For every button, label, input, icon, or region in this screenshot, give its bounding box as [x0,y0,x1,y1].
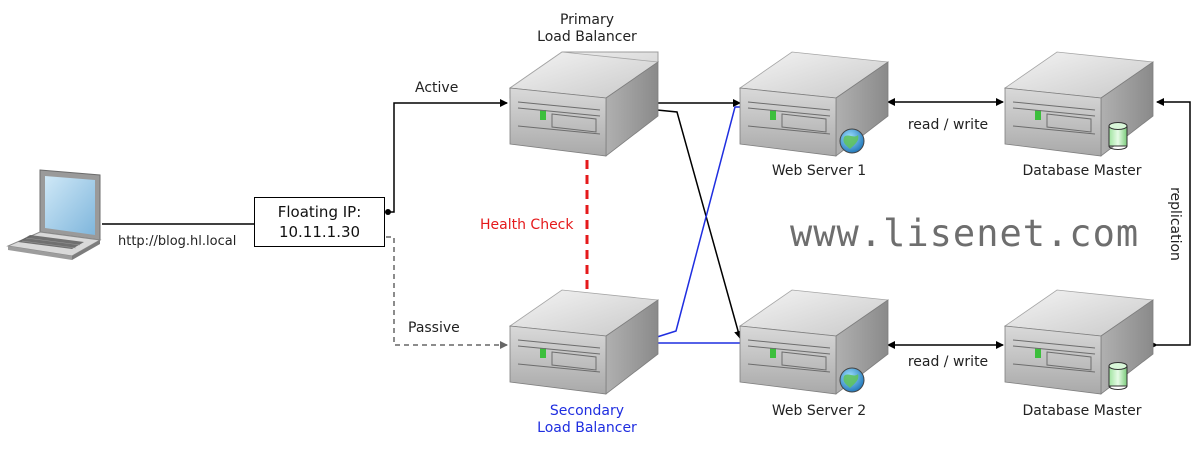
health-check-label: Health Check [480,217,574,233]
primary-lb-label: Primary Load Balancer [537,12,637,46]
database-cylinder-icon [1108,122,1128,150]
secondary-lb-label: Secondary Load Balancer [537,403,637,437]
database-master-2-server-icon [1003,289,1155,395]
read-write-label-2: read / write [907,354,989,370]
globe-icon [839,128,865,154]
link-active-dot [385,209,391,215]
floating-ip-value: 10.11.1.30 [278,223,361,241]
primary-load-balancer-server-icon [508,51,660,157]
link-replication [1150,98,1191,349]
web-server-2-server-icon [738,289,890,395]
secondary-lb-label-line2: Load Balancer [537,420,637,436]
database-cylinder-icon [1108,362,1128,390]
database-master-1-server-icon [1003,51,1155,157]
url-label: http://blog.hl.local [118,234,237,249]
link-slb-web1 [656,106,742,338]
secondary-lb-label-line1: Secondary [549,403,625,419]
database-master-2-label: Database Master [1022,403,1142,419]
floating-ip-label: Floating IP: [277,203,362,221]
database-master-1-label: Database Master [1022,163,1142,179]
replication-label: replication [1167,187,1183,261]
floating-ip-box: Floating IP: 10.11.1.30 [254,197,385,247]
secondary-load-balancer-server-icon [508,289,660,395]
primary-lb-label-line2: Load Balancer [537,29,637,45]
read-write-label-1: read / write [907,117,989,133]
primary-lb-label-line1: Primary [559,12,615,28]
web-server-1-server-icon [738,51,890,157]
watermark-text: www.lisenet.com [790,212,1140,255]
connections [102,98,1191,349]
globe-icon [839,367,865,393]
link-plb-web2 [656,109,742,339]
passive-label: Passive [408,320,460,336]
web-server-1-label: Web Server 1 [771,163,867,179]
laptop-icon [6,169,102,260]
active-label: Active [415,80,459,96]
link-passive [386,236,508,349]
web-server-2-label: Web Server 2 [771,403,867,419]
link-active [386,99,508,213]
